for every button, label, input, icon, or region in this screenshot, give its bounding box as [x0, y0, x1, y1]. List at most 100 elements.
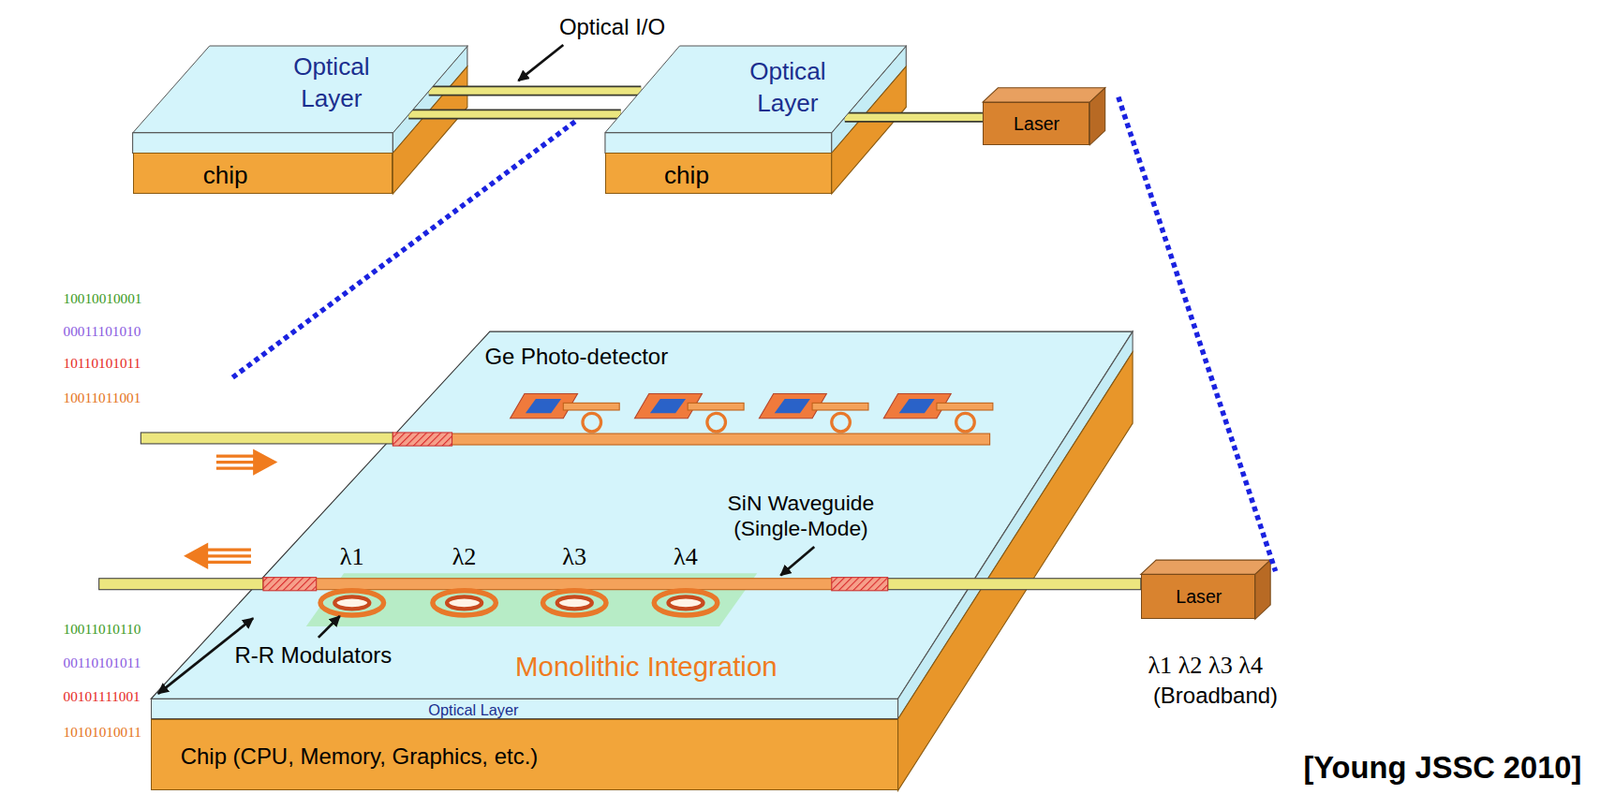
drop-waveguide	[687, 402, 744, 411]
bit-stream: 10010010001	[63, 290, 143, 308]
drop-waveguide	[936, 402, 993, 411]
grating-coupler	[263, 577, 317, 592]
ring-modulator	[653, 591, 718, 616]
bit-stream: 00011101010	[63, 323, 142, 341]
signal-arrow-line	[206, 561, 252, 564]
label-anchor: [Young JSSC 2010]	[1303, 749, 1582, 786]
face-outline	[605, 45, 906, 134]
germanium-region	[525, 399, 562, 414]
wavelength-label: λ4	[673, 542, 698, 572]
bit-stream: 00101111001	[63, 688, 141, 706]
waveguide	[392, 433, 990, 445]
ring-filter	[707, 413, 726, 432]
label-anchor: Monolithic Integration	[515, 650, 778, 683]
fiber-outline	[408, 109, 622, 120]
label-anchor: Optical I/O	[559, 14, 666, 42]
signal-arrow-head	[183, 543, 208, 570]
optical-fiber	[888, 578, 1141, 591]
ring-filter	[956, 413, 976, 432]
fiber-core	[408, 110, 622, 119]
fiber-outline	[844, 112, 983, 123]
wavelength-label: λ3	[562, 542, 587, 572]
optical-fiber	[408, 113, 622, 115]
leader-arrow	[518, 44, 563, 81]
zoom-line	[1118, 97, 1276, 573]
box-label: chip	[203, 161, 249, 191]
label-anchor: 10101010011	[63, 724, 142, 741]
signal-arrow-line	[206, 554, 252, 558]
box-label: Laser	[1175, 586, 1222, 609]
laser-side	[1089, 88, 1105, 146]
note-label: Monolithic Integration	[515, 650, 778, 683]
label-anchor: (Broadband)	[1153, 682, 1278, 711]
part-label: Ge Photo-detector	[484, 343, 668, 371]
label-anchor: 10011010110	[63, 621, 142, 638]
laser-box: Laser	[1140, 574, 1256, 620]
label-anchor: λ1 λ2 λ3 λ4	[1147, 651, 1263, 681]
drop-waveguide	[812, 402, 869, 411]
optical-fiber	[99, 578, 264, 591]
label-anchor: 00101111001	[63, 688, 141, 706]
label-anchor: 10110101011	[63, 355, 142, 372]
waveguide	[263, 578, 889, 591]
bit-stream: 10011011001	[63, 389, 142, 407]
label-anchor: 00011101010	[63, 323, 142, 341]
box-label: chip	[664, 161, 710, 191]
label-anchor: λ3	[562, 542, 587, 572]
optical-layer-front	[605, 133, 832, 154]
ring-modulator	[432, 591, 497, 616]
label-anchor: λ1	[340, 542, 365, 572]
optical-layer-face: Optical Layer	[605, 45, 906, 134]
drop-waveguide	[562, 402, 620, 411]
box-label: Optical Layer	[731, 56, 845, 120]
ring-modulator-inner	[334, 596, 370, 609]
wavelength-list: λ1 λ2 λ3 λ4	[1147, 651, 1263, 681]
bit-stream: 00110101011	[63, 654, 142, 672]
label-anchor: λ4	[673, 542, 698, 572]
callout-label: Optical I/O	[559, 14, 666, 42]
ring-filter	[582, 413, 602, 432]
optical-layer-front	[133, 133, 394, 154]
bit-stream: 10101010011	[63, 724, 142, 741]
note-label: (Broadband)	[1153, 682, 1278, 711]
optical-layer-band: Optical Layer	[150, 698, 898, 720]
signal-arrow-line	[216, 466, 255, 470]
germanium-region	[774, 399, 811, 414]
box-label: Optical Layer	[275, 51, 388, 116]
citation: [Young JSSC 2010]	[1303, 749, 1582, 786]
label-anchor: SiN Waveguide (Single-Mode)	[694, 490, 909, 543]
grating-coupler	[831, 577, 889, 592]
ring-modulator-inner	[667, 596, 703, 609]
signal-arrow-line	[216, 460, 255, 464]
optical-fiber	[429, 89, 642, 91]
leader-arrow	[318, 616, 341, 638]
box-label: Optical Layer	[428, 701, 519, 720]
wavelength-label: λ1	[340, 542, 365, 572]
optical-fiber	[140, 432, 393, 445]
laser-top	[982, 88, 1106, 103]
laser-top	[1140, 560, 1271, 575]
germanium-region	[899, 399, 935, 414]
optical-layer-side	[898, 331, 1134, 720]
label-anchor: 00110101011	[63, 654, 142, 672]
box-label: Laser	[1013, 113, 1060, 136]
fiber-outline	[429, 85, 642, 96]
signal-arrow-line	[206, 548, 252, 552]
chip-face: chip	[133, 152, 394, 194]
label-anchor: 10011011001	[63, 389, 142, 407]
fiber-core	[429, 87, 642, 95]
bit-stream: 10110101011	[63, 355, 142, 372]
label-anchor: 10010010001	[63, 290, 143, 308]
wavelength-label: λ2	[452, 542, 477, 572]
ring-modulator-inner	[446, 596, 482, 609]
germanium-region	[650, 399, 686, 414]
ring-modulator-inner	[557, 596, 593, 609]
label-anchor: R-R Modulators	[235, 642, 393, 670]
chip-band: Chip (CPU, Memory, Graphics, etc.)	[150, 719, 898, 791]
part-label: SiN Waveguide (Single-Mode)	[694, 490, 909, 543]
fiber-core	[844, 113, 983, 121]
part-label: R-R Modulators	[235, 642, 393, 670]
signal-arrow-head	[252, 448, 278, 475]
ring-filter	[831, 413, 851, 432]
